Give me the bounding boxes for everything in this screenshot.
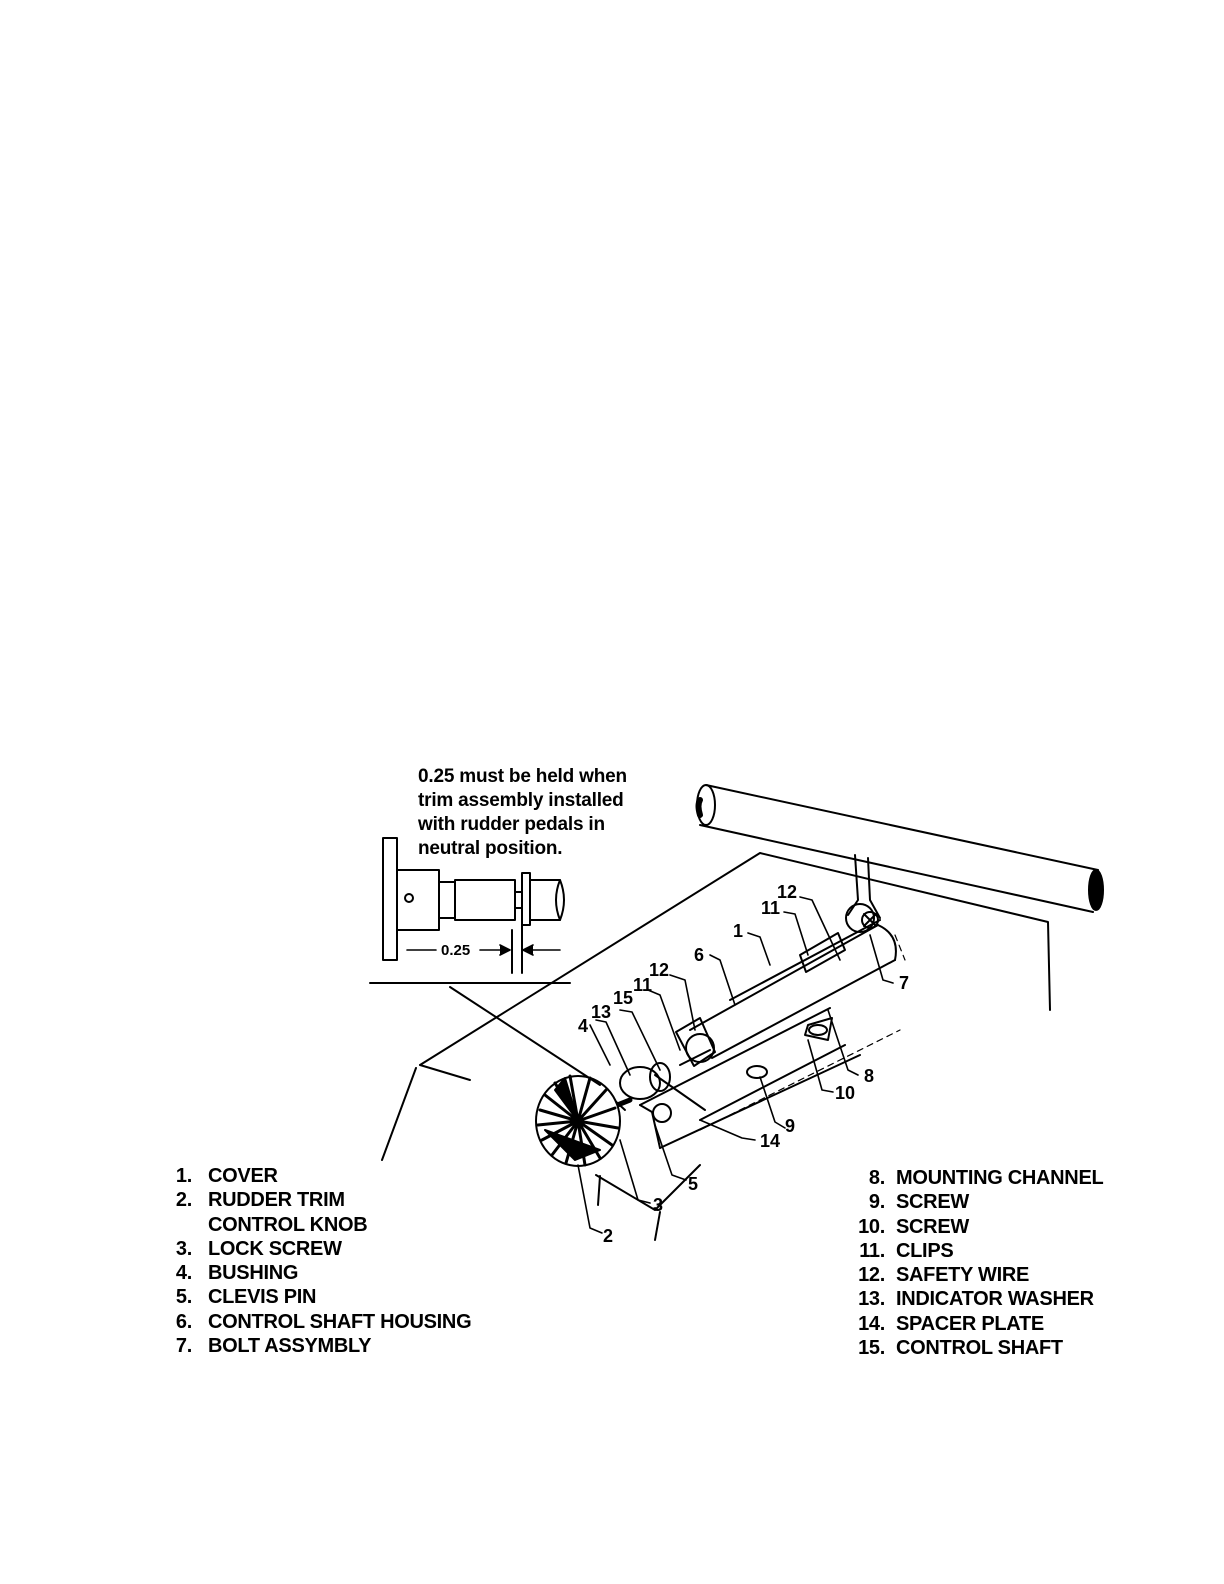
callout-leaders bbox=[577, 896, 894, 1234]
inset-detail bbox=[369, 837, 601, 1086]
legend-number: 1. bbox=[175, 1165, 192, 1187]
legend-text: BUSHING bbox=[208, 1262, 299, 1285]
rudder-trim-control-knob bbox=[535, 1074, 621, 1167]
legend-item: CONTROL KNOB bbox=[168, 1213, 471, 1237]
legend-number: 8. bbox=[868, 1167, 885, 1189]
legend-number: 2. bbox=[175, 1189, 192, 1212]
legend-item: 1. COVER bbox=[168, 1164, 471, 1188]
legend-item: 10. SCREW bbox=[855, 1215, 1103, 1239]
legend-text: CLEVIS PIN bbox=[208, 1286, 317, 1309]
legend-item: 5. CLEVIS PIN bbox=[168, 1285, 471, 1309]
legend-number: 11. bbox=[859, 1239, 885, 1262]
legend-item: 11. CLIPS bbox=[855, 1239, 1103, 1263]
parts-legend-left: 1. COVER 2. RUDDER TRIM CONTROL KNOB 3. LOC… bbox=[168, 1164, 472, 1358]
legend-item: 12. SAFETY WIRE bbox=[855, 1263, 1103, 1287]
legend-number: 12. bbox=[858, 1264, 885, 1287]
callout-1: 1 bbox=[733, 921, 743, 941]
callout-3: 3 bbox=[653, 1195, 663, 1215]
legend-text: INDICATOR WASHER bbox=[896, 1288, 1094, 1311]
callout-7: 7 bbox=[899, 973, 909, 993]
note-line: trim assembly installed bbox=[418, 790, 624, 811]
parts-legend-right: 8. MOUNTING CHANNEL 9. SCREW 10. SCREW 11. C… bbox=[855, 1166, 1104, 1360]
legend-item: 14. SPACER PLATE bbox=[855, 1312, 1103, 1336]
legend-number: 13. bbox=[858, 1288, 885, 1311]
callout-12-lower: 12 bbox=[649, 960, 669, 980]
legend-number: 10. bbox=[858, 1215, 885, 1238]
legend-text: RUDDER TRIM bbox=[208, 1189, 345, 1212]
legend-text: COVER bbox=[208, 1165, 278, 1187]
callout-11: 11 bbox=[761, 898, 780, 918]
legend-number: 15. bbox=[858, 1337, 885, 1360]
callout-6: 6 bbox=[694, 945, 704, 965]
callout-10: 10 bbox=[835, 1083, 855, 1103]
legend-item: 3. LOCK SCREW bbox=[168, 1237, 471, 1261]
legend-item: 13. INDICATOR WASHER bbox=[855, 1287, 1103, 1311]
legend-text: CONTROL KNOB bbox=[208, 1213, 368, 1236]
callout-5: 5 bbox=[688, 1174, 698, 1194]
legend-text: LOCK SCREW bbox=[208, 1237, 342, 1260]
control-shaft-housing bbox=[689, 919, 897, 1059]
dimension-arrows bbox=[406, 944, 561, 956]
legend-number: 7. bbox=[175, 1335, 192, 1358]
legend-number: 3. bbox=[175, 1237, 192, 1260]
callout-15: 15 bbox=[613, 988, 633, 1008]
legend-text: SCREW bbox=[896, 1215, 969, 1238]
legend-number: 4. bbox=[175, 1262, 192, 1285]
callout-9: 9 bbox=[785, 1116, 795, 1136]
clips bbox=[675, 932, 846, 1067]
legend-text: CONTROL SHAFT HOUSING bbox=[208, 1310, 472, 1333]
legend-text: CONTROL SHAFT bbox=[896, 1337, 1063, 1360]
legend-item: 9. SCREW bbox=[855, 1190, 1103, 1214]
legend-item: 2. RUDDER TRIM bbox=[168, 1188, 471, 1212]
legend-number: 6. bbox=[175, 1310, 192, 1333]
floor-panel bbox=[381, 852, 1051, 1241]
ghost-lines bbox=[699, 934, 906, 1131]
note-line: 0.25 must be held when bbox=[418, 766, 627, 787]
legend-item: 8. MOUNTING CHANNEL bbox=[855, 1166, 1104, 1190]
legend-number: 14. bbox=[858, 1312, 885, 1335]
legend-item: 7. BOLT ASSYMBLY bbox=[168, 1334, 471, 1358]
installation-note: 0.25 must be held when trim assembly ins… bbox=[418, 765, 658, 861]
callout-2: 2 bbox=[603, 1226, 613, 1246]
legend-number: 9. bbox=[868, 1191, 885, 1214]
legend-number bbox=[168, 1213, 192, 1237]
callout-12: 12 bbox=[777, 882, 797, 902]
note-line: with rudder pedals in bbox=[418, 814, 605, 835]
legend-item: 15. CONTROL SHAFT bbox=[855, 1336, 1103, 1360]
legend-text: CLIPS bbox=[896, 1239, 954, 1262]
tube-bracket bbox=[845, 854, 881, 933]
legend-text: SAFETY WIRE bbox=[896, 1264, 1030, 1287]
mounting-channel bbox=[639, 1007, 861, 1149]
legend-text: SCREW bbox=[896, 1191, 969, 1214]
legend-text: MOUNTING CHANNEL bbox=[896, 1167, 1104, 1189]
callout-11-lower: 11 bbox=[633, 975, 652, 995]
callout-14: 14 bbox=[760, 1131, 780, 1151]
dimension-label: 0.25 bbox=[441, 942, 470, 959]
callout-4: 4 bbox=[578, 1016, 588, 1036]
legend-text: BOLT ASSYMBLY bbox=[208, 1335, 372, 1358]
legend-text: SPACER PLATE bbox=[896, 1312, 1044, 1335]
callout-8: 8 bbox=[864, 1066, 874, 1086]
note-line: neutral position. bbox=[418, 838, 563, 859]
legend-item: 4. BUSHING bbox=[168, 1261, 471, 1285]
rudder-bar-tube bbox=[695, 784, 1104, 913]
legend-item: 6. CONTROL SHAFT HOUSING bbox=[168, 1310, 472, 1334]
callout-13: 13 bbox=[591, 1002, 611, 1022]
legend-number: 5. bbox=[175, 1286, 192, 1309]
